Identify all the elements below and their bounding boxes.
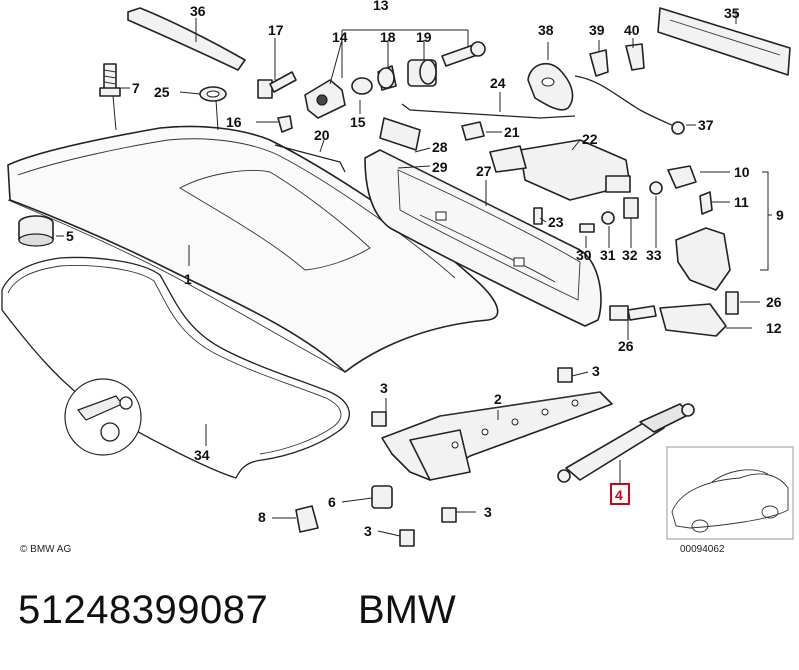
label-26-upper: 26 (766, 294, 782, 310)
label-7: 7 (132, 80, 140, 96)
label-12: 12 (766, 320, 782, 336)
label-31: 31 (600, 247, 616, 263)
rod-24 (401, 103, 576, 119)
copyright: © BMW AG (20, 544, 71, 555)
lock-cylinder-group (304, 41, 486, 119)
label-1: 1 (184, 271, 192, 287)
label-3-right: 3 (484, 504, 492, 520)
label-32: 32 (622, 247, 638, 263)
clip-40 (625, 43, 645, 71)
trunk-lid (7, 125, 499, 373)
bolt-17 (257, 71, 297, 99)
label-5: 5 (66, 228, 74, 244)
gas-strut-4 (557, 403, 695, 483)
label-18: 18 (380, 29, 396, 45)
label-2: 2 (494, 391, 502, 407)
label-8: 8 (258, 509, 266, 525)
label-3-top-right: 3 (592, 363, 600, 379)
clip-8 (295, 505, 319, 533)
label-10: 10 (734, 164, 750, 180)
label-20: 20 (314, 127, 330, 143)
label-3-bottom: 3 (364, 523, 372, 539)
reference-code: 00094062 (680, 544, 725, 555)
label-16: 16 (226, 114, 242, 130)
label-28: 28 (432, 139, 448, 155)
label-11: 11 (734, 194, 749, 210)
label-36: 36 (190, 3, 206, 19)
label-37: 37 (698, 117, 714, 133)
leader-lines (56, 10, 772, 537)
hinge-2 (381, 391, 613, 481)
inner-panel (364, 149, 602, 327)
highlight-box (610, 483, 630, 505)
part-number: 51248399087 (18, 588, 269, 632)
label-25: 25 (154, 84, 170, 100)
lock-actuator (461, 121, 631, 201)
label-21: 21 (504, 124, 520, 140)
rod-20 (274, 144, 346, 173)
brand-name: BMW (358, 588, 456, 632)
label-9: 9 (776, 207, 784, 223)
seal-section-callout (64, 378, 142, 456)
label-23: 23 (548, 214, 564, 230)
label-30: 30 (576, 247, 592, 263)
trim-strip-36 (127, 7, 246, 71)
label-4: 4 (615, 487, 623, 503)
label-19: 19 (416, 29, 432, 45)
label-38: 38 (538, 22, 554, 38)
bolt-7 (99, 63, 121, 97)
label-3-top-left: 3 (380, 380, 388, 396)
screws-small (533, 181, 663, 233)
clip-39 (589, 49, 609, 77)
plate-15 (379, 117, 421, 151)
label-15: 15 (350, 114, 366, 130)
handle-38 (527, 62, 574, 111)
rubber-buffer (18, 215, 54, 247)
latch-assembly (609, 165, 739, 337)
reference-car-thumbnail (666, 446, 794, 540)
label-39: 39 (589, 22, 605, 38)
label-22: 22 (582, 131, 598, 147)
clip-16 (277, 115, 293, 133)
bushing-6 (371, 485, 393, 509)
part-labels: 36 13 17 14 18 19 38 39 40 35 7 25 24 16… (66, 0, 784, 539)
label-34: 34 (194, 447, 210, 463)
label-40: 40 (624, 22, 640, 38)
label-24: 24 (490, 75, 506, 91)
cable-37 (574, 75, 675, 127)
label-26-lower: 26 (618, 338, 634, 354)
label-29: 29 (432, 159, 448, 175)
hinge-bolts (371, 367, 573, 547)
label-6: 6 (328, 494, 336, 510)
licence-trim-35 (657, 7, 791, 76)
label-13: 13 (373, 0, 389, 13)
label-17: 17 (268, 22, 284, 38)
label-33: 33 (646, 247, 662, 263)
label-27: 27 (476, 163, 492, 179)
parts-diagram: 36 13 17 14 18 19 38 39 40 35 7 25 24 16… (1, 0, 794, 555)
label-35: 35 (724, 5, 740, 21)
label-14: 14 (332, 29, 348, 45)
